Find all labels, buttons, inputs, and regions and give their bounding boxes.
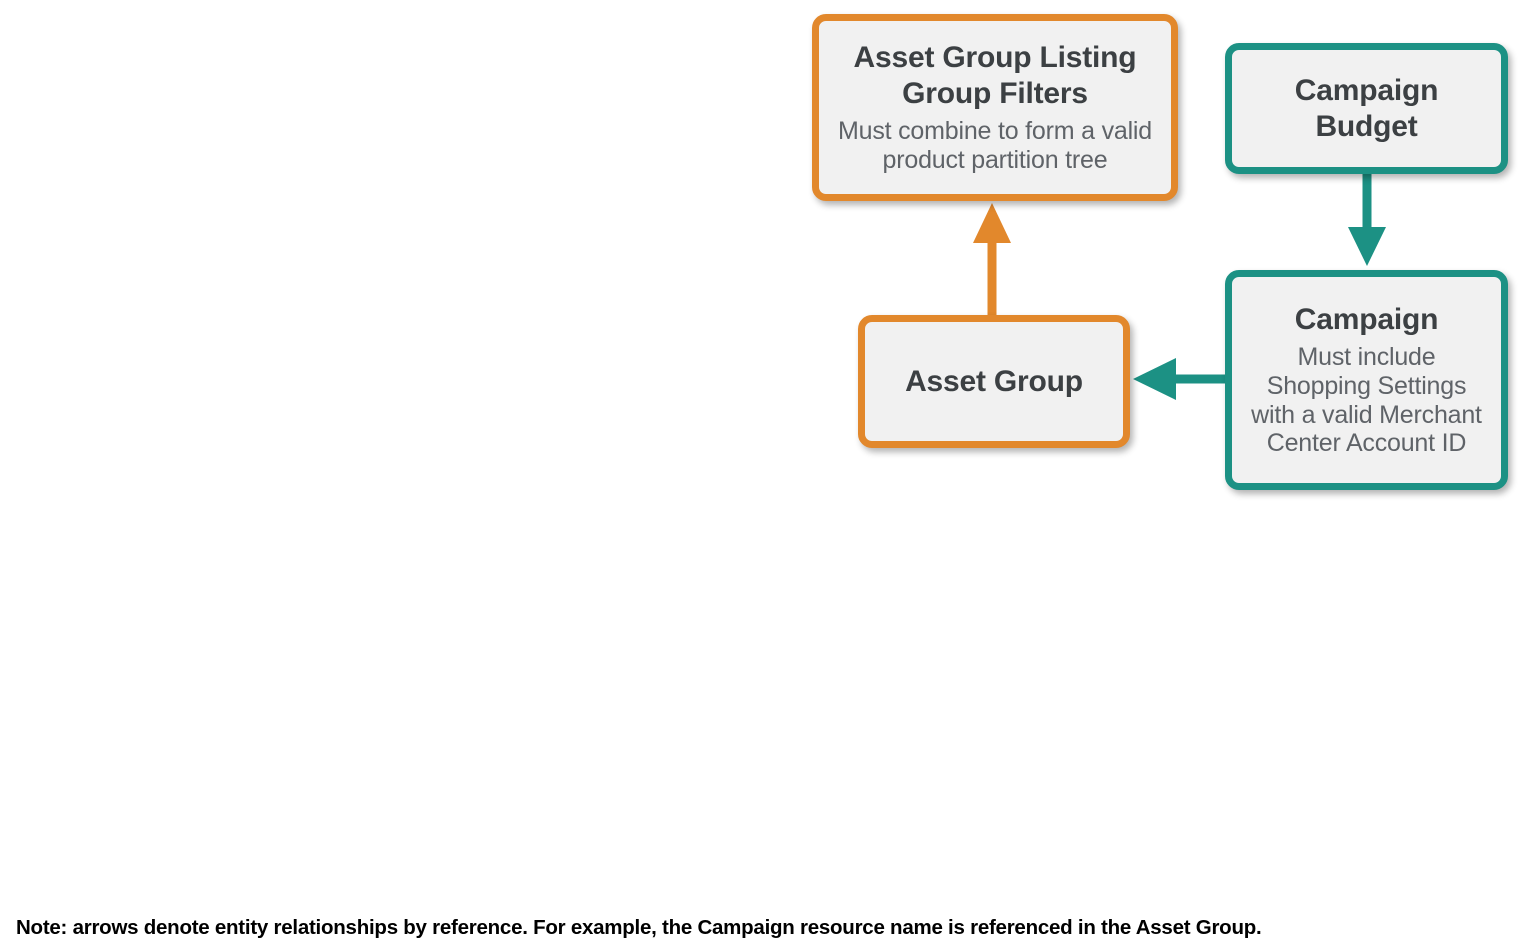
node-asset-group[interactable]: Asset Group (858, 315, 1130, 448)
edge-asset-group-to-filters-arrowhead (973, 203, 1011, 243)
diagram-footer-note: Note: arrows denote entity relationships… (16, 916, 1262, 939)
edge-campaign-budget-to-campaign-arrowhead (1348, 227, 1386, 266)
node-campaign-budget[interactable]: Campaign Budget (1225, 43, 1508, 174)
node-description: Must include Shopping Settings with a va… (1251, 343, 1482, 458)
edge-campaign-to-asset-group (1133, 358, 1228, 400)
node-description: Must combine to form a valid product par… (838, 117, 1152, 174)
edge-campaign-to-asset-group-arrowhead (1133, 358, 1176, 400)
node-asset-group-listing-group-filters[interactable]: Asset Group Listing Group Filters Must c… (812, 14, 1178, 201)
node-title: Campaign (1294, 302, 1439, 336)
edge-asset-group-to-filters (973, 203, 1011, 316)
node-title: Asset Group Listing Group Filters (853, 41, 1137, 110)
node-title: Asset Group (905, 364, 1083, 398)
edge-campaign-budget-to-campaign (1348, 172, 1386, 266)
node-campaign[interactable]: Campaign Must include Shopping Settings … (1225, 270, 1508, 490)
node-title: Campaign Budget (1294, 74, 1439, 143)
